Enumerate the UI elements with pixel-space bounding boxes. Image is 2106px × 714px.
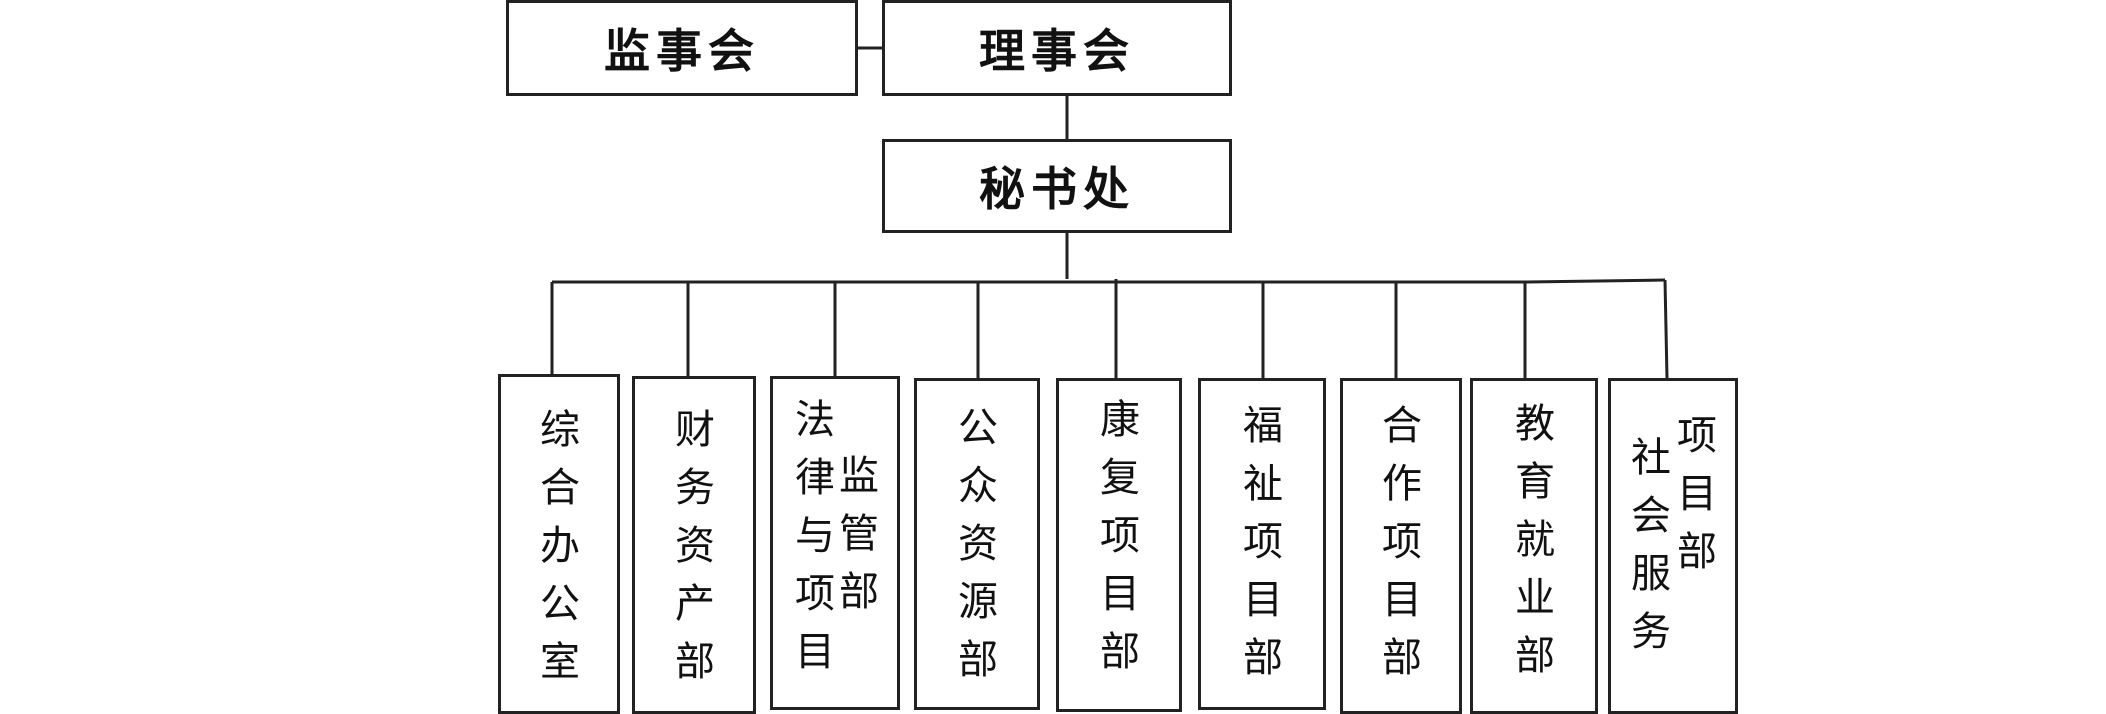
department-label: 合作项目部 xyxy=(1382,403,1422,681)
council-box: 理事会 xyxy=(882,0,1232,96)
council-label: 理事会 xyxy=(979,24,1135,78)
department-box-social-service: 社会服务 项目部 xyxy=(1608,378,1738,714)
department-label: 公众资源部 xyxy=(958,405,998,683)
department-box-public-resources: 公众资源部 xyxy=(914,378,1040,710)
department-label: 综合办公室 xyxy=(540,407,580,685)
department-label: 教育就业部 xyxy=(1515,401,1555,679)
department-bus-line xyxy=(552,278,1666,284)
department-label-line-2: 监管部 xyxy=(839,453,879,615)
department-label: 福祉项目部 xyxy=(1243,403,1283,681)
department-label-line-1: 社会服务 xyxy=(1631,435,1671,655)
department-label-line-1: 法律与项目 xyxy=(795,397,835,675)
secretariat-box: 秘书处 xyxy=(882,139,1232,233)
department-label-line-2: 项目部 xyxy=(1677,413,1717,575)
drop-social-service xyxy=(1663,279,1669,379)
supervisory-board-label: 监事会 xyxy=(604,24,760,78)
department-box-welfare: 福祉项目部 xyxy=(1198,378,1326,710)
department-box-legal-supervision: 法律与项目 监管部 xyxy=(770,376,900,710)
department-box-finance-assets: 财务资产部 xyxy=(632,376,756,714)
department-label: 财务资产部 xyxy=(675,407,715,685)
department-box-rehabilitation: 康复项目部 xyxy=(1056,378,1182,712)
secretariat-label: 秘书处 xyxy=(979,162,1135,216)
department-label: 康复项目部 xyxy=(1100,397,1140,675)
supervisory-board-box: 监事会 xyxy=(506,0,858,96)
department-box-education-employment: 教育就业部 xyxy=(1470,378,1598,714)
department-box-cooperation: 合作项目部 xyxy=(1340,378,1462,714)
department-box-general-office: 综合办公室 xyxy=(498,374,620,714)
